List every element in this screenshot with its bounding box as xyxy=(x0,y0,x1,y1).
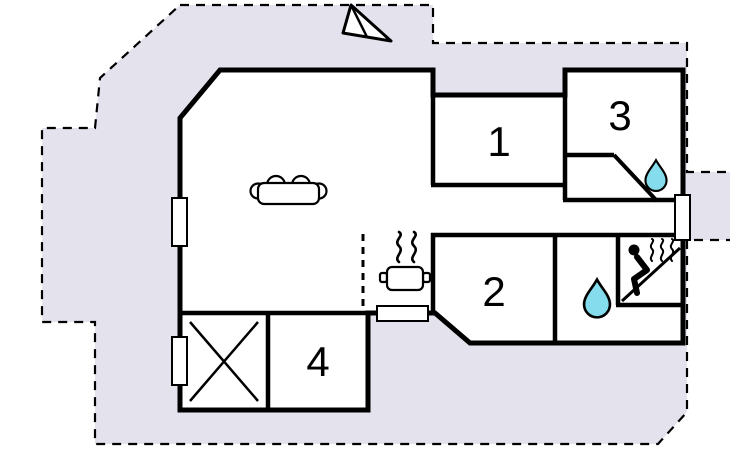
interior-walls xyxy=(178,95,683,408)
sauna-icon xyxy=(620,238,682,303)
window-left-lower xyxy=(171,336,188,386)
room-2-label: 2 xyxy=(482,268,505,315)
heat-waves-icon xyxy=(649,238,675,262)
room-3-label: 3 xyxy=(608,92,631,139)
window-left-upper xyxy=(171,197,188,247)
sauna-person-body xyxy=(631,254,650,296)
x-mark-icon xyxy=(189,321,259,402)
sauna-person-head xyxy=(628,244,640,256)
room-1-label: 1 xyxy=(487,118,510,165)
water-drop-lower-icon xyxy=(582,276,612,319)
window-right xyxy=(674,194,691,241)
room-4-label: 4 xyxy=(306,338,329,385)
door-kitchen xyxy=(376,305,429,322)
bathroom-diagonal-wall xyxy=(612,153,659,203)
water-drop-upper-icon xyxy=(644,157,668,193)
north-arrow-icon xyxy=(341,3,393,43)
stove-icon xyxy=(378,230,432,292)
sofa-icon xyxy=(249,174,328,206)
